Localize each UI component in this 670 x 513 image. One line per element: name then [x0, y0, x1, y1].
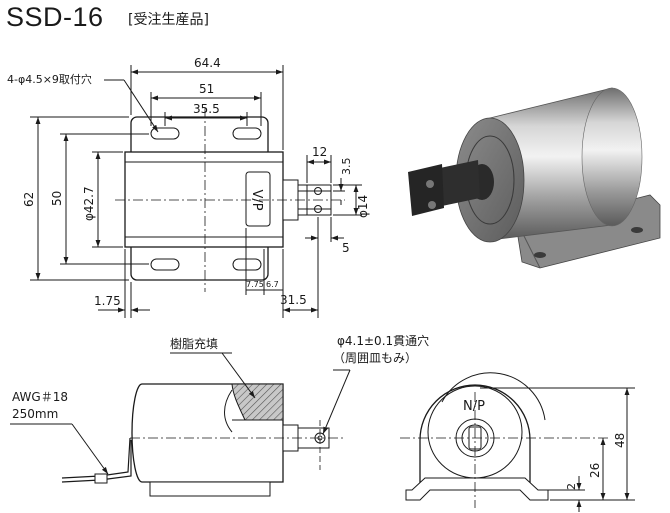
resin-fill-label: 樹脂充填 [170, 336, 218, 351]
side-view [10, 352, 351, 497]
through-hole-note: （周囲皿もみ） [333, 351, 417, 365]
dim-48: 48 [613, 433, 627, 448]
dim-64-4: 64.4 [194, 56, 221, 70]
dim-62: 62 [22, 192, 36, 207]
dim-body-dia: φ42.7 [82, 186, 96, 221]
dim-2: 2 [565, 483, 578, 490]
vp-marking: V/P [249, 189, 264, 210]
mount-hole [232, 127, 262, 140]
mount-hole [150, 127, 180, 140]
mount-hole [232, 258, 262, 271]
made-to-order-label: [受注生産品] [128, 12, 209, 28]
product-photo [408, 87, 661, 269]
dim-5: 5 [342, 241, 350, 255]
marking-box [245, 171, 271, 227]
dim-shaft-dia: φ14 [356, 195, 370, 218]
np-marking: N/P [463, 399, 485, 414]
dim-3-5: 3.5 [340, 158, 353, 176]
through-hole-label: φ4.1±0.1貫通穴 [337, 333, 429, 348]
top-view [30, 65, 362, 318]
hole-spec-label: 4-φ4.5×9取付穴 [7, 72, 92, 86]
end-bracket [405, 477, 549, 501]
end-view [400, 372, 635, 512]
dim-1-75: 1.75 [94, 294, 121, 308]
dim-26: 26 [588, 463, 602, 478]
dim-50: 50 [50, 191, 64, 206]
side-base [149, 481, 271, 497]
dim-35-5: 35.5 [193, 102, 220, 116]
mount-hole [150, 258, 180, 271]
product-title: SSD-16 [6, 2, 104, 32]
dim-51: 51 [199, 82, 214, 96]
dim-31-5: 31.5 [280, 293, 307, 307]
wire-length-label: 250mm [12, 407, 58, 421]
dim-6-7: 6.7 [266, 280, 279, 289]
dim-7-75: 7.75 [246, 280, 264, 289]
wire-gauge-label: AWG＃18 [12, 390, 68, 404]
dim-12: 12 [312, 145, 327, 159]
solenoid-body [124, 151, 284, 248]
